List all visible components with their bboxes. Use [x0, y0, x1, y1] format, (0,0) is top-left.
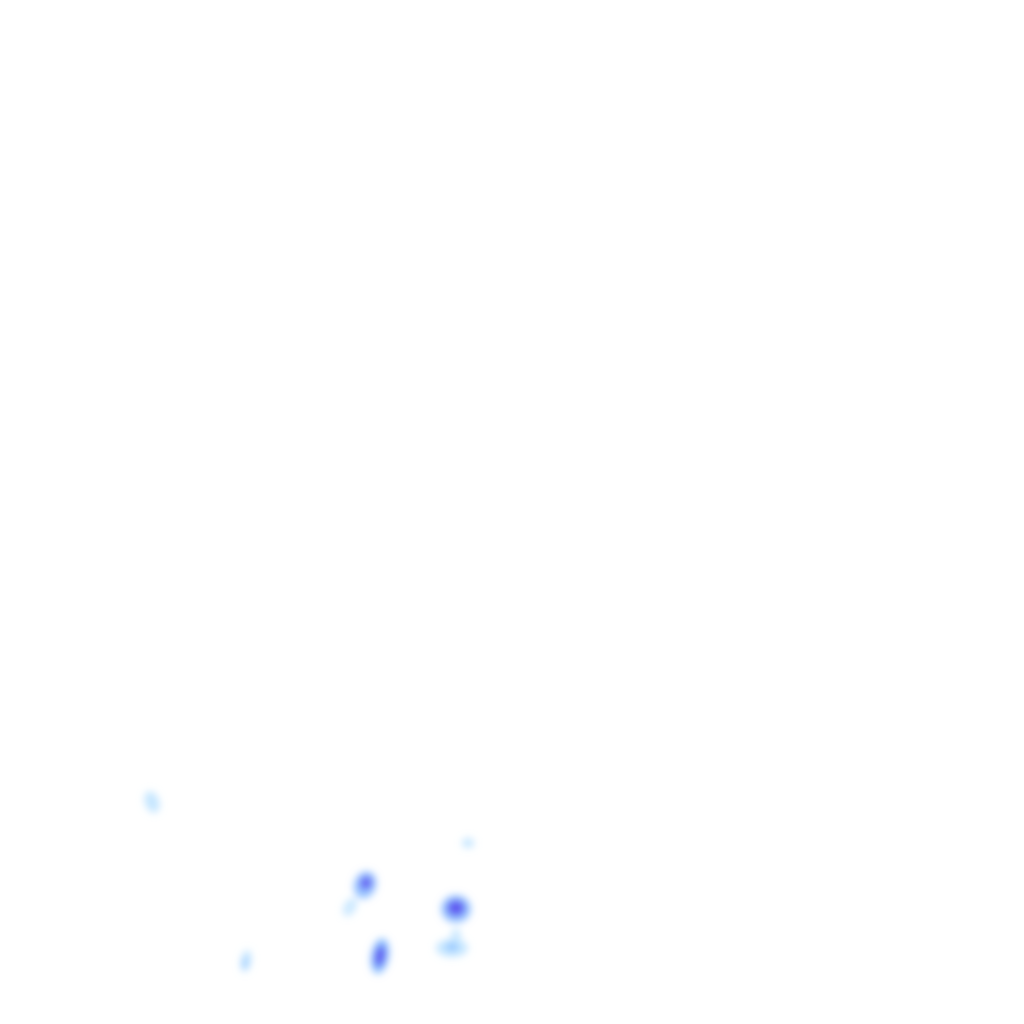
precipitation-cell: [374, 945, 386, 967]
precipitation-cell: [446, 943, 458, 951]
precipitation-cell: [144, 791, 160, 813]
precipitation-cell: [342, 897, 358, 917]
precipitation-cell: [447, 900, 465, 916]
precipitation-cell: [462, 838, 474, 848]
precipitation-cell: [359, 876, 373, 890]
precipitation-cell: [242, 957, 248, 969]
